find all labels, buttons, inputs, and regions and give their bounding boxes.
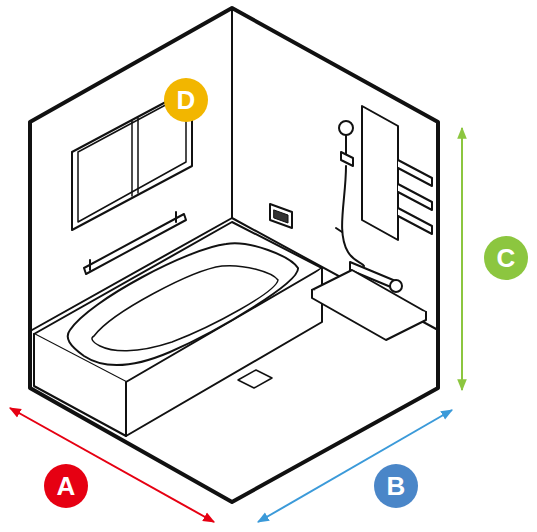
window-mullion (137, 118, 139, 193)
mirror-panel (362, 106, 398, 240)
wall-corner (231, 10, 233, 218)
floor-drain (238, 370, 272, 388)
shower-holder (341, 152, 353, 166)
callout-b: B (374, 464, 418, 508)
counter-edge (312, 290, 426, 340)
window-mullion (131, 121, 133, 196)
control-panel (270, 204, 292, 228)
shower-hose (342, 166, 364, 266)
dimension-line-a (10, 408, 214, 522)
shelf (398, 208, 432, 234)
callout-letter: A (57, 473, 76, 499)
dimension-line-b (258, 410, 452, 522)
callout-c: C (484, 236, 528, 280)
shelf (398, 160, 432, 186)
control-panel-screen (274, 210, 288, 223)
callout-letter: D (177, 87, 196, 113)
shelf (398, 184, 432, 210)
callout-letter: C (497, 245, 516, 271)
grab-bar-mount (89, 260, 91, 270)
room (30, 8, 438, 502)
faucet-knob (390, 280, 402, 292)
shower-head (339, 121, 353, 135)
grab-bar-mount (175, 212, 177, 222)
slide-bar (336, 228, 342, 232)
bathtub-basin (68, 243, 298, 365)
callout-d: D (164, 78, 208, 122)
callout-a: A (44, 464, 88, 508)
callout-letter: B (387, 473, 406, 499)
dimension-lines (10, 128, 462, 522)
bathtub-basin-inner (92, 266, 278, 351)
room-outline (30, 8, 438, 502)
dimension-line-c (461, 128, 463, 390)
